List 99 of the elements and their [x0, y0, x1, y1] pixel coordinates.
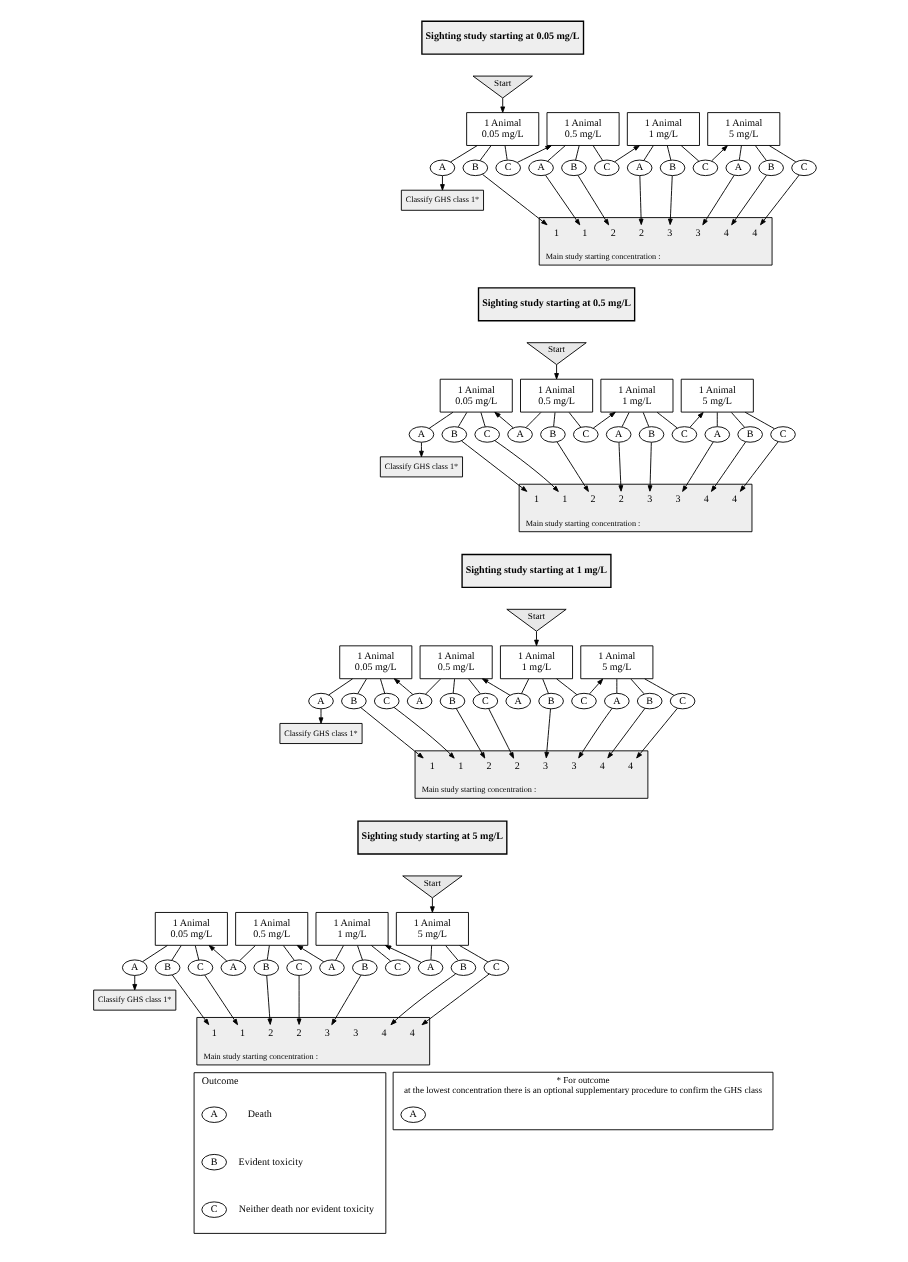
arrow: [170, 974, 209, 1026]
arrow: [499, 97, 505, 113]
connector: [170, 945, 181, 961]
arrow: [454, 708, 485, 759]
connector: [629, 678, 644, 695]
arrow: [265, 975, 272, 1025]
arrow: [295, 945, 324, 963]
arrow: [460, 440, 527, 492]
arrow: [392, 706, 454, 759]
arrow: [420, 973, 489, 1026]
arrow: [317, 708, 323, 724]
connector: [444, 945, 458, 961]
arrow: [555, 441, 588, 492]
connector: [552, 412, 555, 427]
arrow: [710, 145, 727, 162]
connector: [424, 678, 440, 695]
connector: [665, 145, 671, 161]
connector: [356, 678, 366, 694]
arrow: [759, 174, 799, 226]
arrow: [383, 945, 421, 963]
arrow: [709, 441, 746, 492]
arrow: [606, 707, 645, 759]
connector: [767, 145, 796, 163]
connector: [524, 412, 541, 428]
connector: [620, 412, 629, 428]
arrow: [637, 175, 643, 225]
arrow: [613, 145, 639, 163]
connector: [193, 945, 199, 961]
connector: [282, 945, 294, 961]
arrow: [493, 411, 513, 429]
arrow: [481, 173, 547, 226]
arrow: [481, 678, 510, 696]
connector: [679, 145, 699, 162]
connector: [478, 145, 491, 161]
arrow: [576, 174, 609, 226]
connector: [456, 412, 467, 428]
arrow: [730, 174, 766, 226]
arrow: [577, 707, 612, 759]
arrow: [553, 364, 558, 380]
connector: [520, 678, 529, 694]
connector: [356, 945, 362, 961]
connector: [743, 411, 774, 430]
connector: [458, 945, 488, 963]
arrow: [359, 707, 423, 759]
connector: [574, 145, 579, 161]
connector: [238, 945, 255, 962]
connector: [451, 678, 455, 694]
arrow: [439, 175, 444, 191]
arrow: [207, 945, 227, 962]
connector: [327, 678, 352, 696]
arrow: [588, 678, 603, 695]
arrow: [418, 442, 423, 458]
connector: [449, 145, 477, 163]
arrow: [667, 175, 672, 225]
connector: [643, 678, 674, 696]
arrow: [635, 707, 677, 759]
arrow: [429, 897, 434, 913]
connector: [479, 412, 485, 428]
connector: [641, 412, 649, 428]
arrow: [203, 974, 238, 1026]
arrow: [330, 974, 361, 1026]
connector: [503, 145, 507, 161]
arrow: [392, 678, 413, 695]
connector: [754, 145, 766, 161]
arrow: [591, 411, 615, 429]
connector: [265, 945, 269, 961]
arrow: [688, 412, 703, 428]
connector: [541, 678, 548, 694]
arrow: [515, 145, 551, 163]
arrow: [131, 975, 137, 991]
arrow: [389, 973, 456, 1026]
arrow: [681, 441, 713, 492]
connector: [369, 945, 391, 962]
connector: [737, 145, 741, 161]
connector: [429, 945, 432, 961]
connector: [615, 678, 617, 694]
arrow: [533, 630, 538, 647]
arrow: [543, 708, 550, 759]
connector: [729, 412, 744, 428]
connector: [427, 411, 453, 429]
connector: [655, 411, 677, 429]
arrow: [544, 174, 580, 226]
connector: [555, 678, 577, 696]
connector: [642, 145, 653, 161]
connector: [141, 945, 167, 962]
connector: [567, 412, 581, 428]
connector: [467, 678, 480, 695]
connector: [334, 945, 343, 961]
arrow: [738, 441, 778, 492]
connector: [546, 145, 565, 162]
arrow: [646, 441, 652, 492]
arrow: [493, 440, 558, 492]
connector: [379, 678, 385, 694]
connector: [591, 145, 603, 161]
connector: [715, 412, 717, 427]
arrow: [295, 975, 301, 1025]
arrow: [487, 708, 514, 759]
arrow: [701, 174, 734, 226]
arrow: [617, 441, 623, 492]
